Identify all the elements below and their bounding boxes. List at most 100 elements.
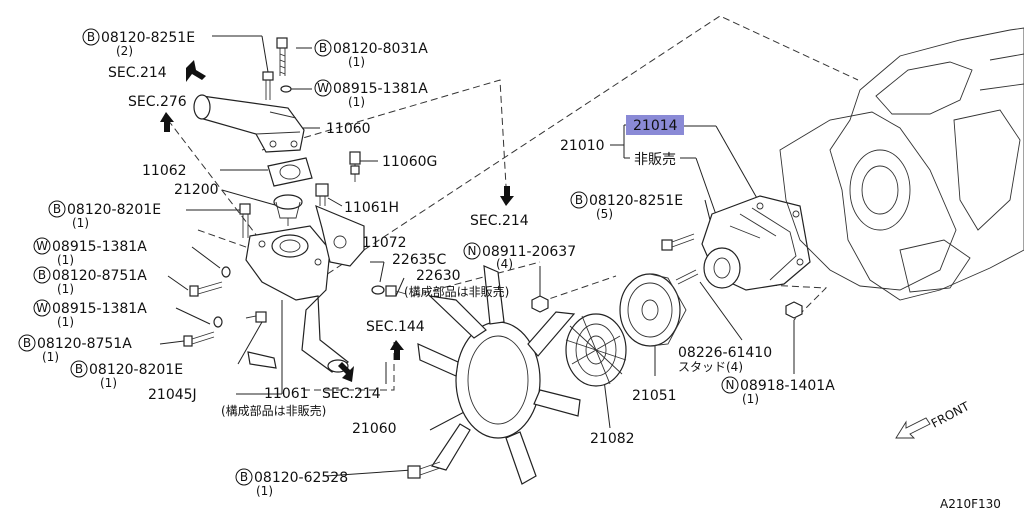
part-number: 08120-8751A [37,336,132,352]
quantity: (2) [116,44,133,58]
nut-08911-20637 [531,295,549,313]
gasket-11072 [315,204,365,267]
plug-11061h [315,183,329,206]
quantity: (1) [42,350,59,364]
circle-letter: B [575,193,583,207]
arrow-front [895,417,931,439]
quantity: (5) [596,207,613,221]
label-11062: 11062 [142,163,187,179]
label-sec276: SEC.276 [128,94,187,110]
label-b-08120-8251e-5: B 08120-8251E (5) [570,191,683,221]
label-n-08911-20637: N 08911-20637 (4) [463,242,576,271]
bracket-21045j [247,351,277,369]
bolt-08120-62528 [407,461,441,479]
washer-22635c [371,285,385,295]
quantity: (1) [57,282,74,296]
quantity: (1) [348,95,365,109]
bolt-08120-8201e-low [245,311,267,323]
label-11061h: 11061H [344,200,399,216]
quantity: (1) [742,392,759,406]
part-number: 08120-8201E [89,362,183,378]
gasket-11062 [267,157,313,187]
bolt-08120-8251e-top [262,71,292,100]
pipe-11060 [193,94,305,153]
label-sec214-b: SEC.214 [470,213,529,229]
bolt-08120-8201e-mid [239,203,251,238]
thermostat-21200 [273,194,303,226]
arrows [160,60,931,439]
label-note-1: (構成部品は非販売) [404,284,509,299]
circle-letter: B [23,336,31,350]
arrow-sec214-a [186,60,206,82]
label-21060: 21060 [352,421,397,437]
circle-letter: B [319,41,327,55]
highlight-box-21014 [626,115,684,135]
sensor-11060g [349,151,361,182]
bolt-08120-8751a-2 [183,316,223,347]
part-number: 08915-1381A [52,301,147,317]
label-22630: 22630 [416,268,461,284]
label-nonsale: 非販売 [634,152,676,168]
bolt-08120-8251e-pump [661,233,695,251]
label-11060: 11060 [326,121,371,137]
front-label: FRONT [929,399,972,431]
circle-letter: N [468,244,477,258]
label-21051: 21051 [632,388,677,404]
part-number: 08120-8251E [589,193,683,209]
circle-letter: B [75,362,83,376]
part-number: 08911-20637 [482,244,576,260]
bolt-08120-8751a-1 [189,266,231,297]
sensor-22630 [385,285,407,297]
circle-letter: W [36,301,48,315]
label-22635c: 22635C [392,252,447,268]
arrow-sec214-b [500,186,514,206]
label-b-08120-8031a: B 08120-8031A (1) [314,39,428,69]
part-number: 08120-8251E [101,30,195,46]
label-b-08120-8201e-low: B 08120-8201E (1) [70,360,183,390]
label-b-08120-8751a-upper: B 08120-8751A (1) [33,266,147,296]
circle-letter: B [87,30,95,44]
circle-letter: B [240,470,248,484]
quantity: (1) [256,484,273,498]
stud-08226-61410 [675,269,699,285]
part-number: 08120-62528 [254,470,348,486]
label-21045j: 21045J [148,387,197,403]
quantity: (1) [57,315,74,329]
quantity: (1) [57,253,74,267]
label-21010: 21010 [560,138,605,154]
arrow-sec144 [390,340,404,360]
label-b-08120-8751a-lower: B 08120-8751A (1) [18,334,132,364]
label-b-08120-8201e-mid: B 08120-8201E (1) [48,200,161,230]
part-number: 08918-1401A [740,378,835,394]
label-11061: 11061 [264,386,309,402]
part-number: 08120-8201E [67,202,161,218]
label-sec214-c: SEC.214 [322,386,381,402]
label-sec144: SEC.144 [366,319,425,335]
label-w-08915-1381a-mid: W 08915-1381A (1) [33,237,147,267]
quantity: (4) [496,257,513,271]
label-n-08918-1401a: N 08918-1401A (1) [721,376,835,406]
label-21082: 21082 [590,431,635,447]
quantity: (1) [348,55,365,69]
nut-08918-1401a [785,301,803,319]
label-note-2: (構成部品は非販売) [221,403,326,418]
circle-letter: B [53,202,61,216]
bolt-08120-8031a [276,37,288,76]
diagram-code: A210F130 [940,497,1001,511]
label-08226-61410: 08226-61410 [678,345,772,361]
label-11060g: 11060G [382,154,437,170]
label-21014: 21014 [633,118,678,134]
water-pump-21010 [701,195,811,291]
label-w-08915-1381a-top: W 08915-1381A (1) [314,79,428,109]
label-stud: スタッド(4) [678,360,743,374]
circle-letter: W [317,81,329,95]
arrow-sec276 [160,112,174,132]
label-w-08915-1381a-low: W 08915-1381A (1) [33,299,147,329]
part-number: 08120-8751A [52,268,147,284]
fan-21060 [417,265,581,485]
circle-letter: B [38,268,46,282]
label-11072: 11072 [362,235,407,251]
labels: B 08120-8251E (2) B 08120-8031A (1) W 08… [18,28,1001,511]
part-number: 08915-1381A [333,81,428,97]
